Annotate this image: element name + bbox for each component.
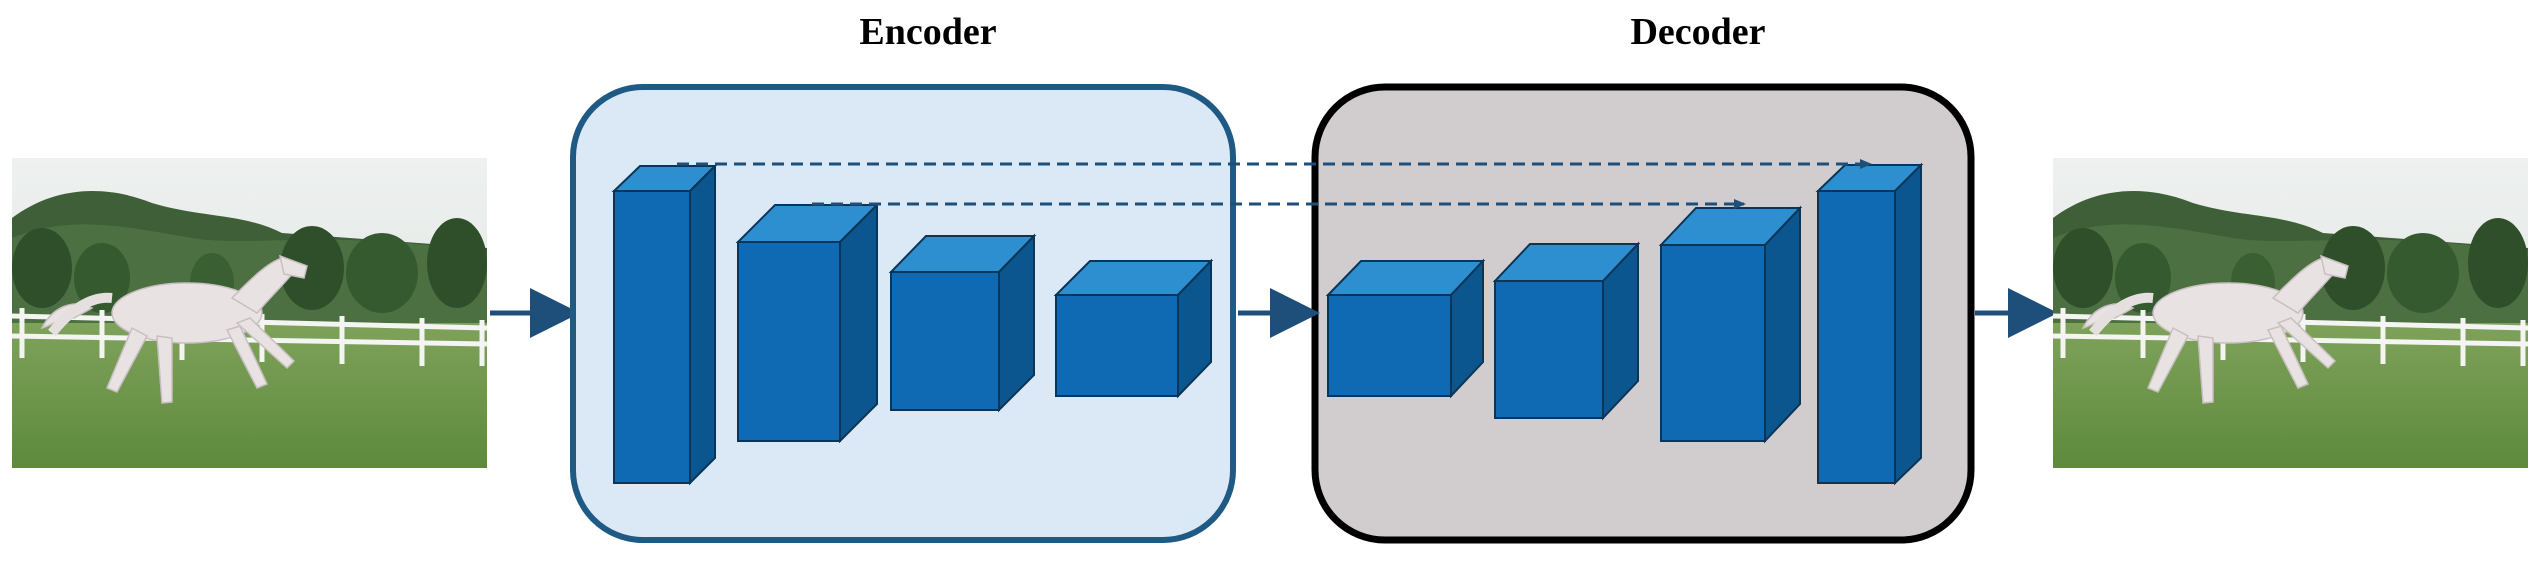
decoder-block-2 (1492, 241, 1641, 421)
decoder-title: Decoder (1630, 11, 1765, 53)
decoder-block-4 (1815, 162, 1924, 486)
horse-photo-icon (2053, 158, 2528, 468)
encoder-block-2 (735, 202, 880, 444)
input-image (12, 158, 487, 468)
encoder-block-1 (611, 163, 718, 486)
output-image (2053, 158, 2528, 468)
decoder-block-1 (1325, 258, 1486, 399)
horse-photo-icon (12, 158, 487, 468)
encoder-block-3 (888, 233, 1037, 413)
encoder-block-4 (1053, 258, 1214, 399)
decoder-block-3 (1658, 205, 1803, 444)
encoder-title: Encoder (859, 11, 996, 53)
